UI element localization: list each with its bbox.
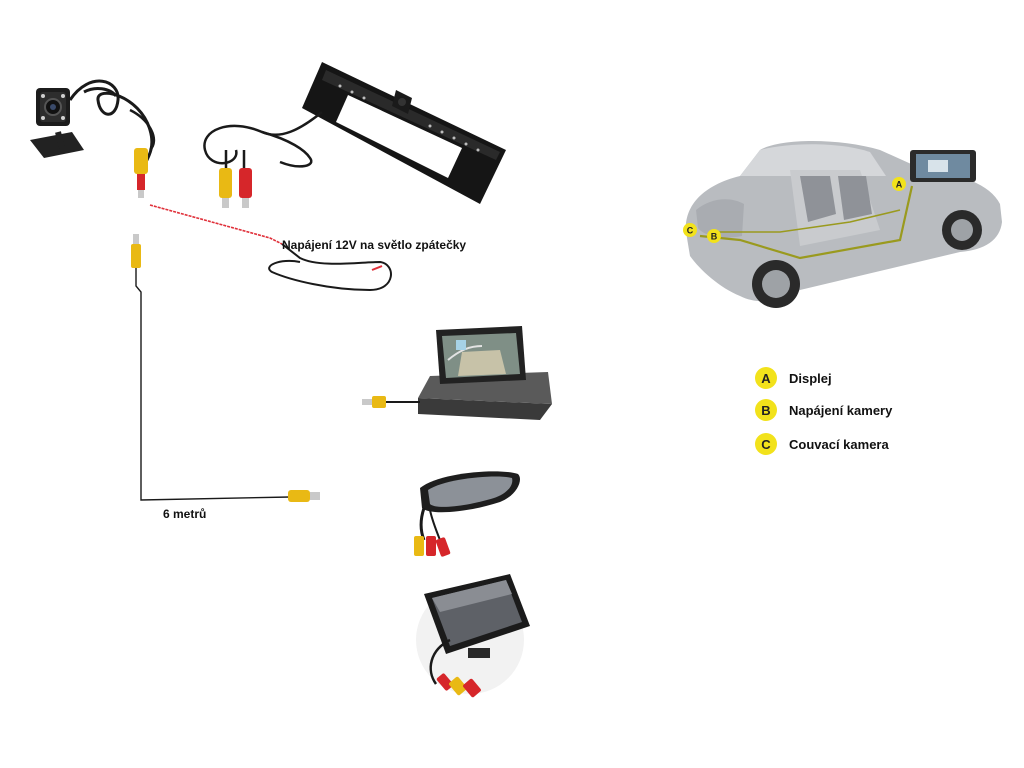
camera-rca-connector [134, 148, 148, 198]
car-marker-a: A [892, 177, 906, 191]
legend-badge-a: A [755, 367, 777, 389]
legend-text-camera-power: Napájení kamery [789, 402, 893, 418]
power-wire [149, 204, 283, 245]
extension-cable [131, 234, 320, 502]
mini-camera-icon [30, 88, 84, 158]
mirror-monitor-icon [414, 471, 520, 557]
power-wire-tail [371, 265, 383, 271]
license-plate-frame-icon [302, 62, 506, 204]
plate-rca-connectors [219, 168, 252, 208]
legend-badge-c: C [755, 433, 777, 455]
svg-text:B: B [711, 232, 718, 242]
legend-badge-b: B [755, 399, 777, 421]
power-wire-loop [268, 243, 392, 292]
svg-text:C: C [687, 226, 694, 236]
foldable-monitor-icon [362, 326, 552, 420]
dashboard-monitor-icon [416, 574, 530, 698]
svg-text:A: A [896, 180, 903, 190]
legend-item-reverse-camera: C Couvací kamera [755, 432, 889, 456]
legend-text-reverse-camera: Couvací kamera [789, 436, 889, 452]
car-marker-c: C [683, 223, 697, 237]
car-marker-b: B [707, 229, 721, 243]
legend-item-display: A Displej [755, 366, 832, 390]
legend-item-camera-power: B Napájení kamery [755, 398, 892, 422]
legend-text-display: Displej [789, 370, 832, 386]
power-supply-label: Napájení 12V na světlo zpátečky [282, 238, 467, 252]
car-cutaway-icon [685, 141, 1002, 308]
plate-camera-cable [203, 111, 323, 170]
cable-length-label: 6 metrů [163, 507, 207, 521]
camera-cable [68, 79, 156, 171]
